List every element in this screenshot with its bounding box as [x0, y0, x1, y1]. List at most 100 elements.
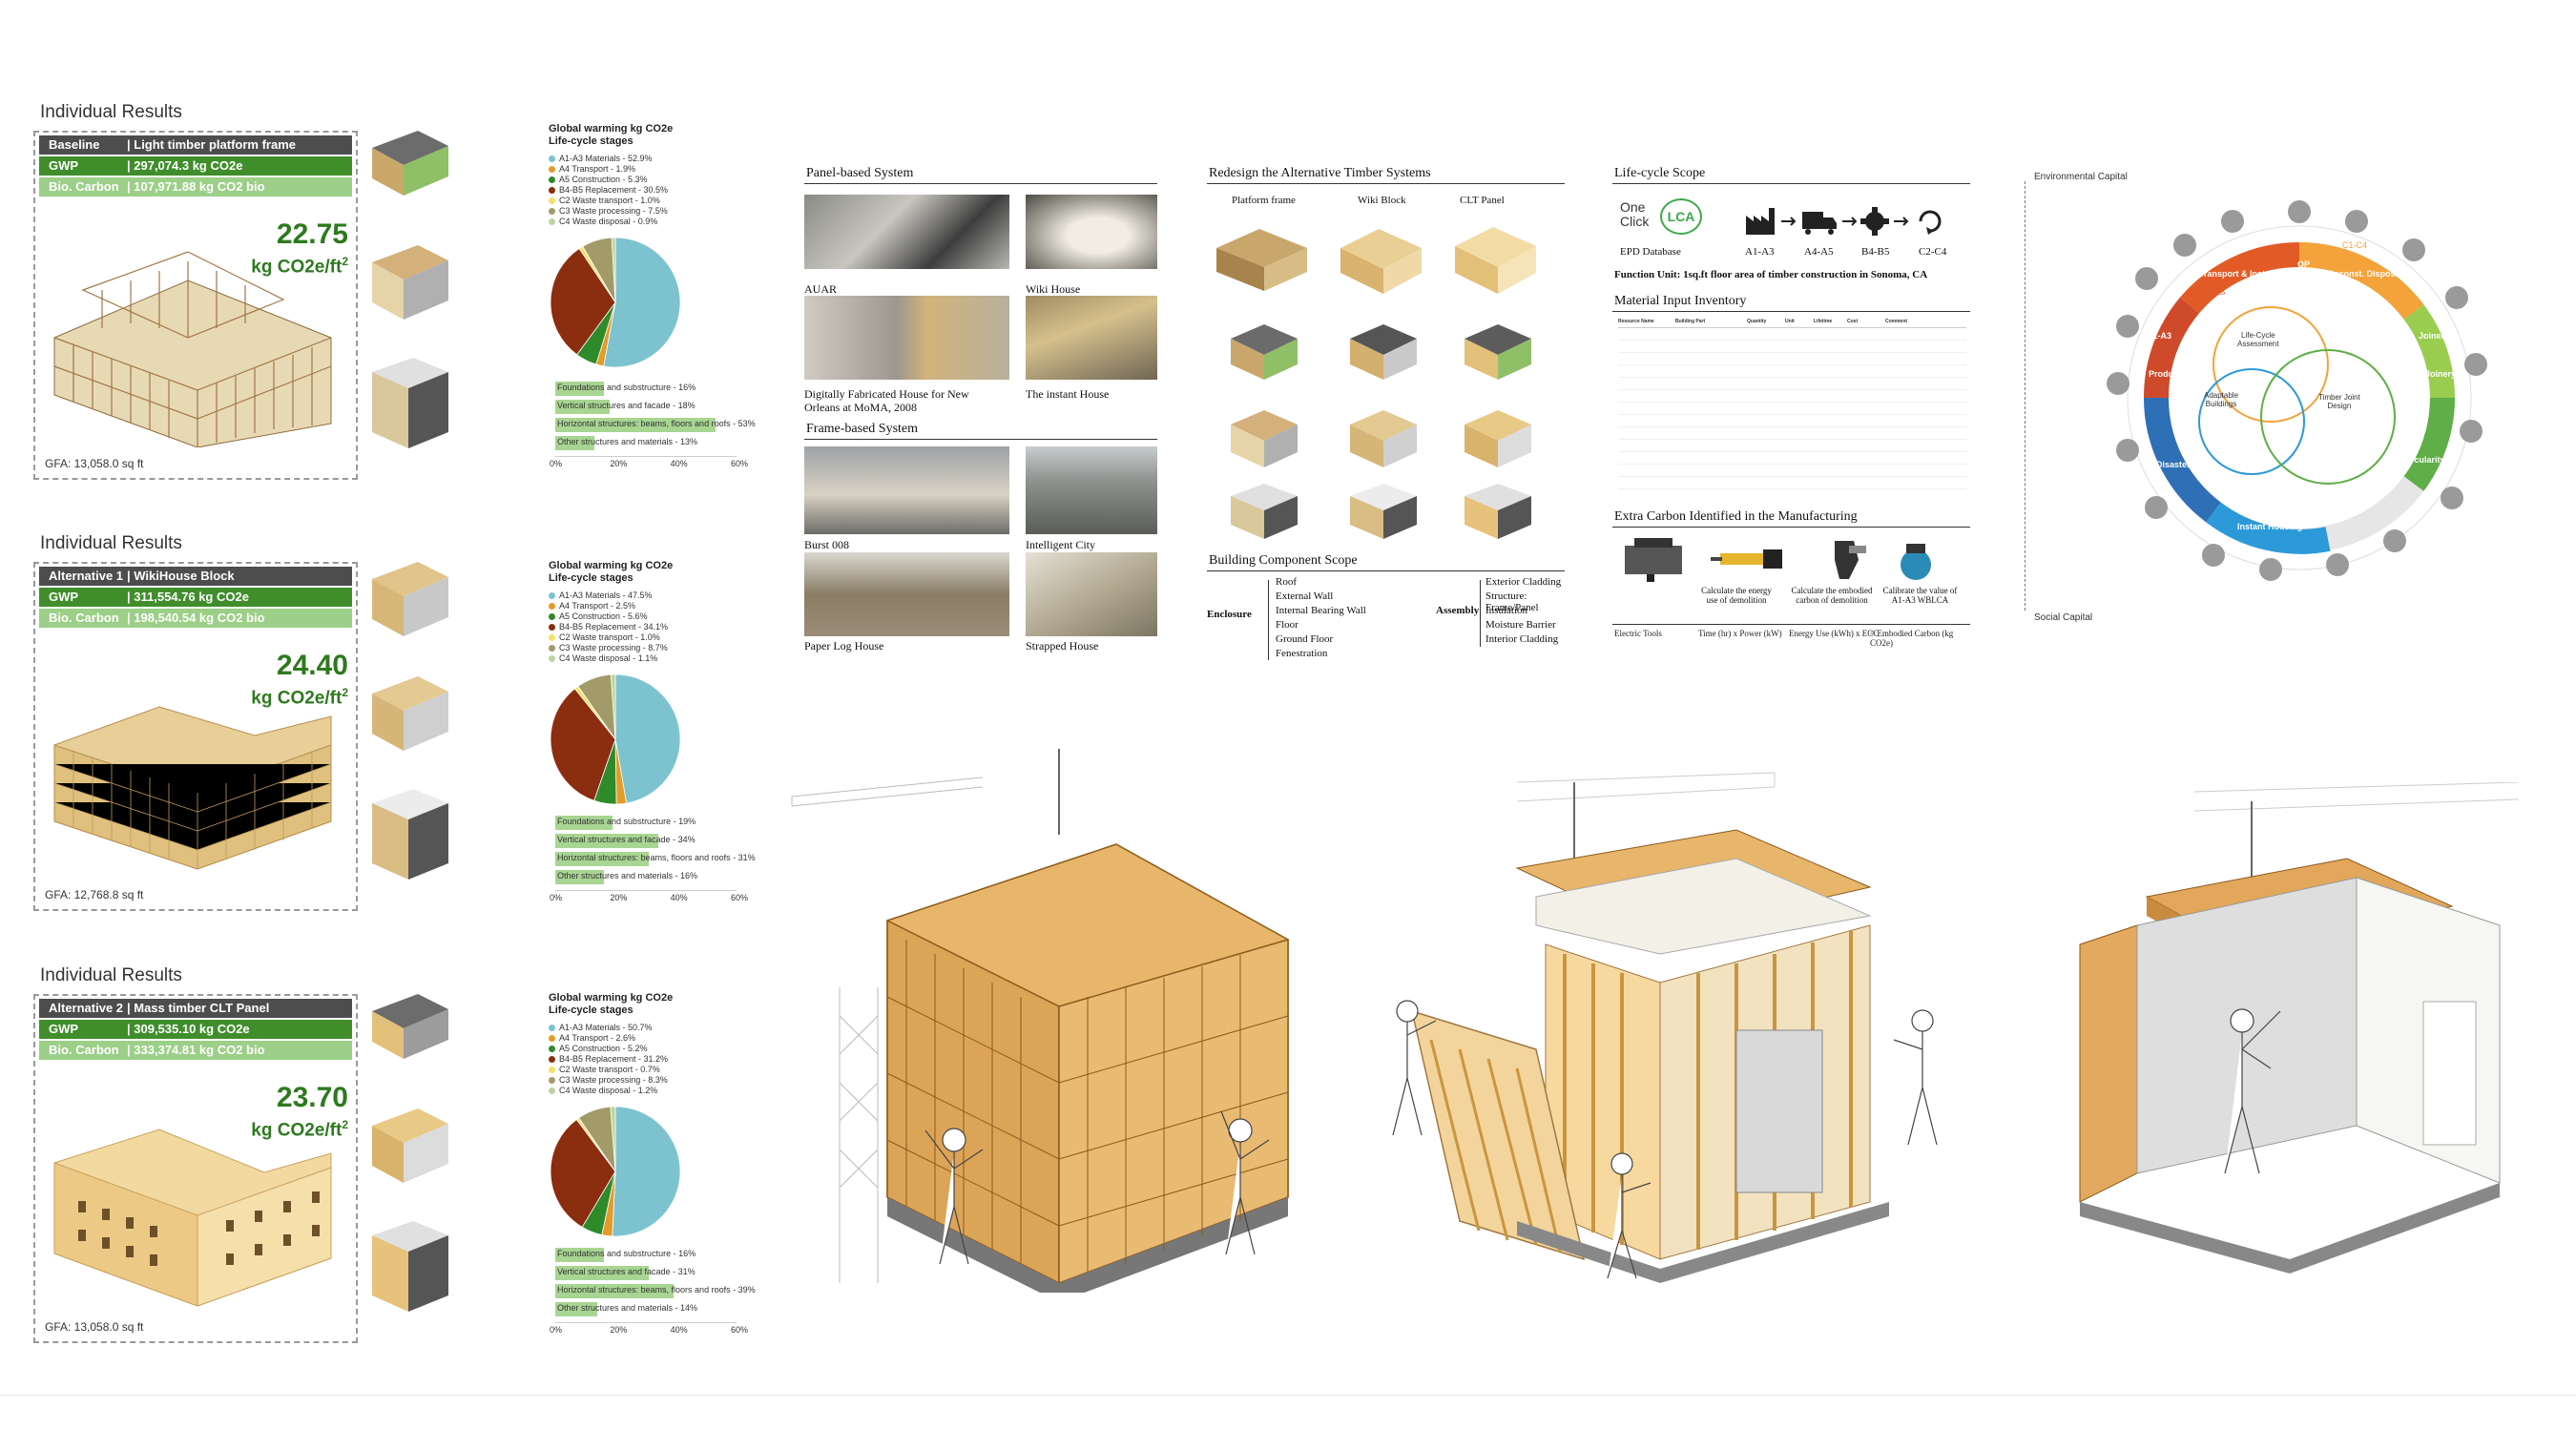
bar-label: Other structures and materials - 13%: [557, 437, 698, 446]
legend-item: B4-B5 Replacement - 34.1%: [549, 622, 668, 632]
photo-strapped-house: [1026, 552, 1157, 636]
bio-row: Bio. Carbon| 333,374.81 kg CO2 bio: [39, 1041, 352, 1060]
bar-chart: Foundations and substructure - 16%Vertic…: [525, 382, 756, 477]
table-header: Quantity: [1747, 319, 1767, 324]
legend-item: A1-A3 Materials - 52.9%: [549, 154, 668, 164]
axis-tick-label: 0%: [550, 893, 563, 902]
gwp-label: GWP: [49, 1022, 79, 1036]
bar-chart: Foundations and substructure - 19% Vertic…: [525, 816, 756, 911]
list-item: Fenestration: [1276, 648, 1328, 659]
redesign-models-image: [1216, 227, 1536, 539]
pie-slice: [550, 247, 616, 356]
scheme-row: Alternative 1| WikiHouse Block: [39, 567, 352, 586]
bar-label: Horizontal structures: beams, floors and…: [557, 1285, 756, 1295]
bar-mark: Horizontal structures: beams, floors and…: [555, 418, 756, 432]
axis-tick-label: 40%: [670, 893, 688, 902]
table-rows: [1618, 328, 1966, 490]
result-frame: Baseline| Light timber platform frame GW…: [33, 131, 358, 480]
intensity-value: 24.40: [276, 650, 348, 681]
pie-chart: [550, 237, 681, 368]
legend-item: A5 Construction - 5.3%: [549, 175, 668, 185]
vertical-axis: [2025, 181, 2026, 611]
intensity-unit: kg CO2e/ft2: [251, 686, 348, 709]
legend-item: C3 Waste processing - 8.3%: [549, 1075, 668, 1086]
enclosure-bracket: [1268, 580, 1275, 660]
legend-dot: [549, 645, 555, 652]
bar-label: Horizontal structures: beams, floors and…: [557, 419, 756, 428]
bar-mark: Vertical structures and facade - 34%: [555, 834, 696, 848]
bar-mark: Other structures and materials - 16%: [555, 870, 697, 884]
legend-dot: [549, 187, 555, 195]
bar-label: Other structures and materials - 14%: [557, 1303, 698, 1313]
caption-instant: The instant House: [1026, 387, 1110, 401]
legend-dot: [549, 1046, 555, 1053]
bar-label: Vertical structures and facade - 31%: [557, 1267, 696, 1276]
section-title: Individual Results: [40, 533, 182, 553]
assembly-details-image: [372, 994, 448, 1312]
legend-dot: [549, 655, 555, 663]
bar-mark: Vertical structures and facade - 31%: [555, 1266, 696, 1280]
intensity-value: 23.70: [276, 1082, 348, 1113]
column-label: Wiki Block: [1358, 195, 1406, 206]
legend-item: C3 Waste processing - 8.7%: [549, 643, 668, 653]
stage-label: B4-B5: [1861, 246, 1890, 258]
tools-image: [1625, 538, 1931, 582]
axis-tick-label: 0%: [550, 1325, 563, 1335]
legend-dot: [549, 603, 555, 611]
legend-dot: [549, 166, 555, 174]
recycle-icon: [1919, 210, 1942, 235]
bar-label: Foundations and substructure - 19%: [557, 817, 696, 826]
divider: [1612, 311, 1970, 312]
photo-paper-log-house: [804, 552, 1009, 636]
pie-slice: [614, 673, 681, 804]
table-header: Cost: [1847, 319, 1859, 324]
frame-assembly-illustration: [1392, 772, 1938, 1283]
assembly-bracket: [1480, 580, 1486, 647]
list-item: Interior Cladding: [1485, 633, 1559, 645]
legend-dot: [549, 634, 555, 642]
building-model-image: [53, 1129, 332, 1307]
pie-slice: [611, 237, 616, 303]
legend-item: C4 Waste disposal - 0.9%: [549, 217, 668, 227]
inventory-table: Resource Name Building Part Quantity Uni…: [1618, 319, 1966, 500]
legend-dot: [549, 1088, 555, 1095]
result-frame: Alternative 2| Mass timber CLT Panel GWP…: [33, 994, 358, 1343]
result-frame: Alternative 1| WikiHouse Block GWP| 311,…: [33, 562, 358, 911]
building-model-image: [53, 251, 332, 447]
legend-item: A1-A3 Materials - 47.5%: [549, 590, 668, 601]
legend-item: A4 Transport - 2.6%: [549, 1033, 668, 1044]
pie-chart: [550, 673, 681, 805]
arrow-icon: [1781, 217, 1797, 226]
bar-label: Vertical structures and facade - 34%: [557, 835, 696, 844]
scheme-label: Alternative 1: [49, 569, 124, 583]
gfa-text: GFA: 13,058.0 sq ft: [45, 1320, 144, 1334]
photo-instant-house: [1026, 296, 1157, 380]
legend-dot: [549, 1035, 555, 1043]
segment-label: OP: [2297, 259, 2311, 269]
panel-title: Life-cycle Scope: [1614, 166, 1706, 180]
legend-item: B4-B5 Replacement - 31.2%: [549, 1054, 668, 1065]
gfa-text: GFA: 13,058.0 sq ft: [45, 457, 144, 470]
segment-label: Production: [2149, 369, 2194, 379]
function-unit: Function Unit: 1sq.ft floor area of timb…: [1614, 269, 1928, 280]
bio-label: Bio. Carbon: [49, 179, 119, 194]
axis-tick-label: 40%: [670, 459, 688, 468]
gwp-value: | 311,554.76 kg CO2e: [127, 590, 249, 604]
pie-chart: [550, 1106, 681, 1237]
scheme-label: Baseline: [49, 137, 100, 152]
factory-icon: [1746, 208, 1775, 235]
panel-title: Panel-based System: [806, 166, 914, 180]
axis-tick-label: 0%: [550, 459, 563, 468]
step-text: Calculate the energy use of demolition: [1701, 586, 1772, 605]
enclosure-label: Enclosure: [1207, 609, 1252, 620]
legend-dot: [549, 1077, 555, 1085]
legend-dot: [549, 208, 555, 216]
bar-mark: Foundations and substructure - 19%: [555, 816, 696, 830]
redesign-panel: Redesign the Alternative Timber Systems …: [1207, 164, 1565, 660]
pie-slice: [550, 1118, 616, 1228]
segment-label: Deconst. Disposal: [2328, 269, 2403, 279]
axis-top-label: Environmental Capital: [2034, 172, 2128, 182]
legend-item: A4 Transport - 1.9%: [549, 164, 668, 175]
arrow-icon: [1894, 217, 1909, 226]
